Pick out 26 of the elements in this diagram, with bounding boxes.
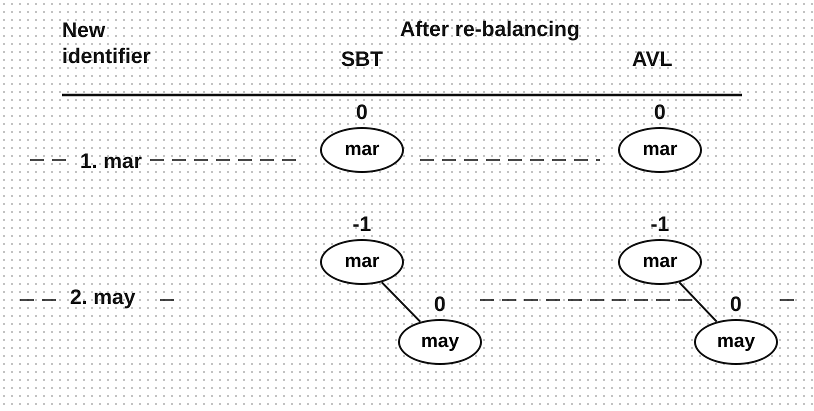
- balance-factor: 0: [654, 101, 666, 125]
- balance-factor: -1: [650, 213, 670, 237]
- balance-factor: 0: [434, 293, 446, 317]
- tree-node-ellipse: [320, 239, 404, 285]
- tree-node-ellipse: [320, 127, 404, 173]
- node-key: mar: [642, 251, 678, 273]
- balance-factor: 0: [730, 293, 742, 317]
- column-header: AVL: [632, 48, 672, 72]
- node-key: may: [716, 331, 756, 353]
- row-label: 1. mar: [80, 150, 142, 174]
- tree-node-ellipse: [398, 319, 482, 365]
- node-key: mar: [344, 139, 380, 161]
- column-header: After re-balancing: [400, 18, 580, 42]
- tree-node-ellipse: [618, 239, 702, 285]
- balance-factor: -1: [352, 213, 372, 237]
- column-header: SBT: [341, 48, 383, 72]
- tree-edge: [381, 282, 421, 322]
- node-key: may: [420, 331, 460, 353]
- column-header: New identifier: [62, 18, 152, 70]
- balance-factor: 0: [356, 101, 368, 125]
- tree-edge: [678, 282, 718, 322]
- node-key: mar: [344, 251, 380, 273]
- tree-node-ellipse: [618, 127, 702, 173]
- row-label: 2. may: [70, 286, 136, 310]
- node-key: mar: [642, 139, 678, 161]
- tree-node-ellipse: [694, 319, 778, 365]
